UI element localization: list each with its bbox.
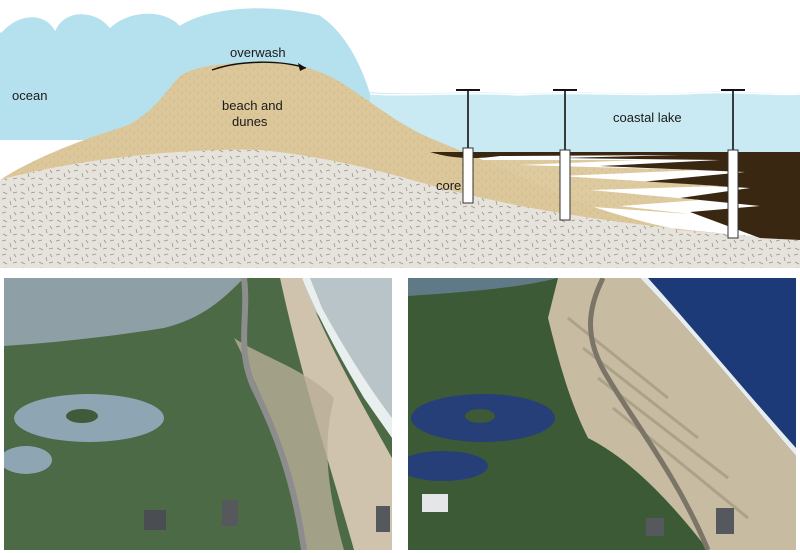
overwash-sand-right — [548, 278, 796, 550]
house-r3 — [716, 508, 734, 534]
core-sampler-3 — [721, 89, 745, 239]
pond-island-right — [465, 409, 495, 423]
pond-small — [4, 446, 52, 474]
core-sampler-2 — [553, 89, 577, 221]
ocean-surf — [294, 278, 392, 428]
house-2 — [222, 500, 238, 526]
pond-small-right — [408, 451, 488, 481]
label-coastal-lake: coastal lake — [613, 110, 682, 125]
bedrock-layer — [0, 149, 800, 268]
label-core: core — [436, 178, 461, 193]
beach-strip — [280, 278, 392, 550]
lake-surface-line — [369, 91, 800, 96]
road-right — [588, 278, 711, 550]
sound-water-right — [408, 278, 558, 296]
overwash-arrow — [211, 61, 307, 71]
aerial-photo-right — [408, 278, 796, 550]
house-r2 — [646, 518, 664, 536]
overwash-fan-left — [234, 338, 344, 550]
beach-dune-sand — [0, 61, 800, 240]
pond-island — [66, 409, 98, 423]
road-left — [241, 278, 307, 550]
core-sampler-1 — [456, 89, 480, 204]
house-r1 — [422, 494, 448, 512]
overwash-arrowhead-icon — [298, 63, 306, 71]
wave-crest — [0, 5, 374, 96]
aerial-photo-left — [4, 278, 392, 550]
surf-foam — [302, 278, 392, 438]
coastal-lake-water — [370, 91, 800, 155]
sand-streaks — [567, 316, 749, 520]
house-1 — [144, 510, 166, 530]
label-overwash: overwash — [230, 45, 286, 60]
label-dunes: dunes — [232, 114, 268, 129]
house-3 — [376, 506, 390, 532]
sand-tongues — [450, 160, 720, 214]
sound-water — [4, 278, 244, 346]
label-ocean: ocean — [12, 88, 47, 103]
label-beach-and: beach and — [222, 98, 283, 113]
lake-mud-layer — [430, 152, 800, 240]
overwash-cross-section-diagram: ocean overwash beach and dunes coastal l… — [0, 0, 800, 268]
